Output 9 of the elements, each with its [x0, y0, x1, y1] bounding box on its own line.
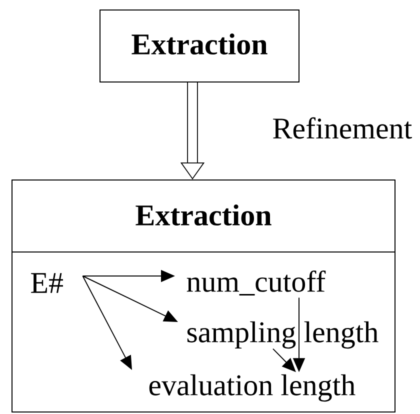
- attribute-text: num_cutoff: [186, 270, 326, 296]
- heading: Extraction: [136, 204, 272, 226]
- attribute-text: sampling length: [187, 321, 378, 349]
- attribute-text: evaluation length: [149, 374, 356, 402]
- class-box: [12, 180, 396, 412]
- process-box: [100, 10, 300, 82]
- edge-label: Refinement: [270, 115, 414, 141]
- attribute-text: E#: [31, 273, 63, 293]
- heading: Extraction: [132, 33, 268, 55]
